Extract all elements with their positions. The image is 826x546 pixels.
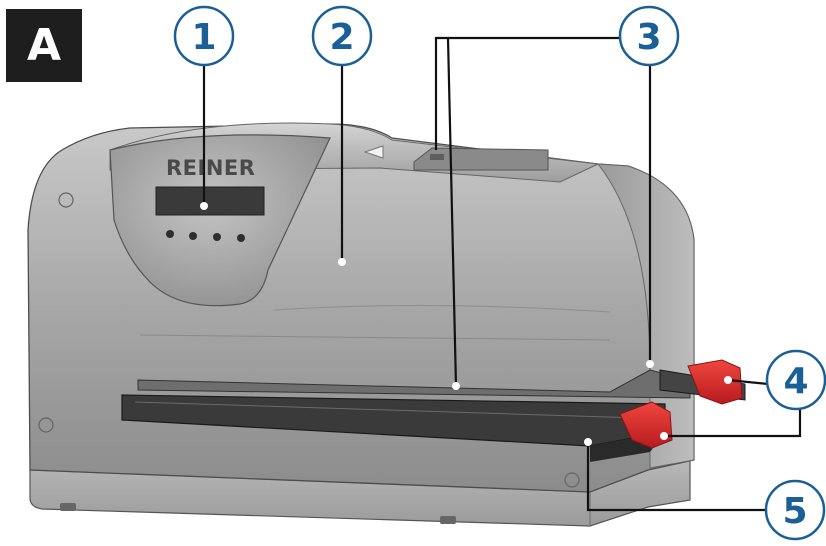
side-screw-lower	[38, 417, 54, 433]
front-screw	[564, 472, 580, 488]
foot-left	[60, 503, 76, 511]
callout-4: 4	[765, 349, 826, 411]
callout-5-number: 5	[782, 491, 807, 532]
panel-button-2[interactable]	[189, 232, 197, 240]
leader-line-4a	[727, 378, 769, 386]
panel-button-3[interactable]	[213, 233, 221, 241]
callout-2-number: 2	[329, 17, 354, 58]
brand-logo: REINER	[166, 156, 255, 180]
callout-3-number: 3	[636, 17, 661, 58]
leader-line-dots	[200, 202, 732, 446]
foot-right	[440, 516, 456, 524]
panel-button-4[interactable]	[237, 234, 245, 242]
display-screen	[155, 186, 265, 216]
top-slot	[413, 147, 549, 171]
callout-2: 2	[311, 5, 373, 67]
callout-1: 1	[173, 5, 235, 67]
callout-3: 3	[618, 5, 680, 67]
control-panel: REINER	[109, 134, 331, 307]
leader-line-4b	[664, 408, 802, 438]
leader-lines	[202, 36, 802, 512]
callout-1-number: 1	[191, 17, 216, 58]
side-screw-upper	[58, 192, 74, 208]
leader-line-5	[586, 442, 766, 512]
panel-button-1[interactable]	[166, 230, 174, 238]
lid-arrow-mark	[363, 145, 384, 159]
paper-guides[interactable]	[619, 359, 743, 449]
leader-line-3a	[434, 36, 620, 150]
callout-5: 5	[764, 479, 826, 541]
callout-4-number: 4	[783, 361, 808, 402]
panel-label-badge: A	[6, 9, 82, 82]
paper-guide-front[interactable]	[619, 401, 673, 449]
leader-line-3b	[446, 37, 458, 387]
paper-guide-rear[interactable]	[687, 359, 743, 405]
